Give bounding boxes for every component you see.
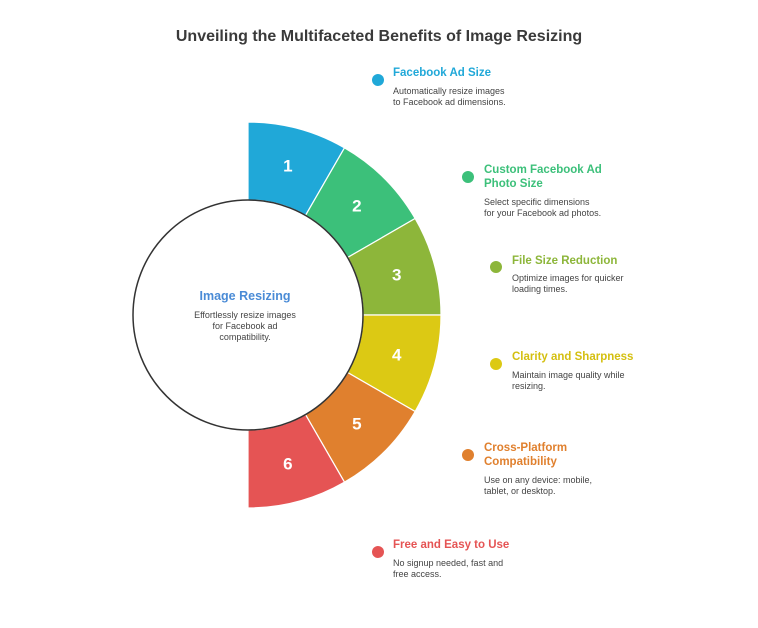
bullet-dot [462,449,474,461]
benefit-title-line: Free and Easy to Use [393,539,510,551]
benefit-description-line: for your Facebook ad photos. [484,208,602,218]
benefit-description-line: resizing. [512,381,546,391]
benefit-description-line: loading times. [512,284,568,294]
benefit-title-line: Compatibility [484,456,557,468]
benefit-description: Select specific dimensions for your Face… [484,197,601,219]
center-description: Effortlessly resize images for Facebook … [185,310,305,343]
benefit-description-line: Automatically resize images [393,86,505,96]
benefit-description-line: free access. [393,569,442,579]
benefit-description-line: tablet, or desktop. [484,486,556,496]
benefit-title-line: Custom Facebook Ad [484,164,602,176]
center-description-line: Effortlessly resize images [194,310,296,320]
benefit-description-line: Select specific dimensions [484,197,590,207]
center-title: Image Resizing [199,289,291,303]
benefit-description: Automatically resize images to Facebook … [393,86,506,108]
benefit-title-line: Clarity and Sharpness [512,351,634,363]
benefit-title: File Size Reduction [512,254,617,268]
benefit-title-line: Facebook Ad Size [393,67,491,79]
benefit-title: Custom Facebook Ad Photo Size [484,163,602,191]
bullet-dot [490,358,502,370]
segment-number-2: 2 [352,197,361,216]
benefit-description: Optimize images for quicker loading time… [512,273,624,295]
benefit-title: Facebook Ad Size [393,66,491,80]
benefit-title-line: Photo Size [484,178,543,190]
benefit-description: Use on any device: mobile, tablet, or de… [484,475,592,497]
benefit-description: Maintain image quality while resizing. [512,370,625,392]
benefit-description-line: Maintain image quality while [512,370,625,380]
benefit-description: No signup needed, fast and free access. [393,558,503,580]
diagram-title: Unveiling the Multifaceted Benefits of I… [175,28,583,45]
segment-number-4: 4 [392,345,402,364]
bullet-dot [490,261,502,273]
segment-number-3: 3 [392,266,401,285]
bullet-dot [462,171,474,183]
benefit-title: Clarity and Sharpness [512,350,633,364]
segment-number-6: 6 [283,454,292,473]
segment-number-5: 5 [352,414,361,433]
center-description-line: for Facebook ad [212,321,278,331]
benefit-title-line: File Size Reduction [512,255,618,267]
benefit-title: Cross-Platform Compatibility [484,441,567,469]
benefit-description-line: Optimize images for quicker [512,273,624,283]
benefit-description-line: to Facebook ad dimensions. [393,97,506,107]
benefit-title-line: Cross-Platform [484,442,568,454]
segment-number-1: 1 [283,157,292,176]
benefit-description-line: Use on any device: mobile, [484,475,593,485]
bullet-dot [372,546,384,558]
benefit-title: Free and Easy to Use [393,538,509,552]
center-description-line: compatibility. [219,332,271,342]
bullet-dot [372,74,384,86]
benefit-description-line: No signup needed, fast and [393,558,504,568]
center-circle [132,199,364,431]
